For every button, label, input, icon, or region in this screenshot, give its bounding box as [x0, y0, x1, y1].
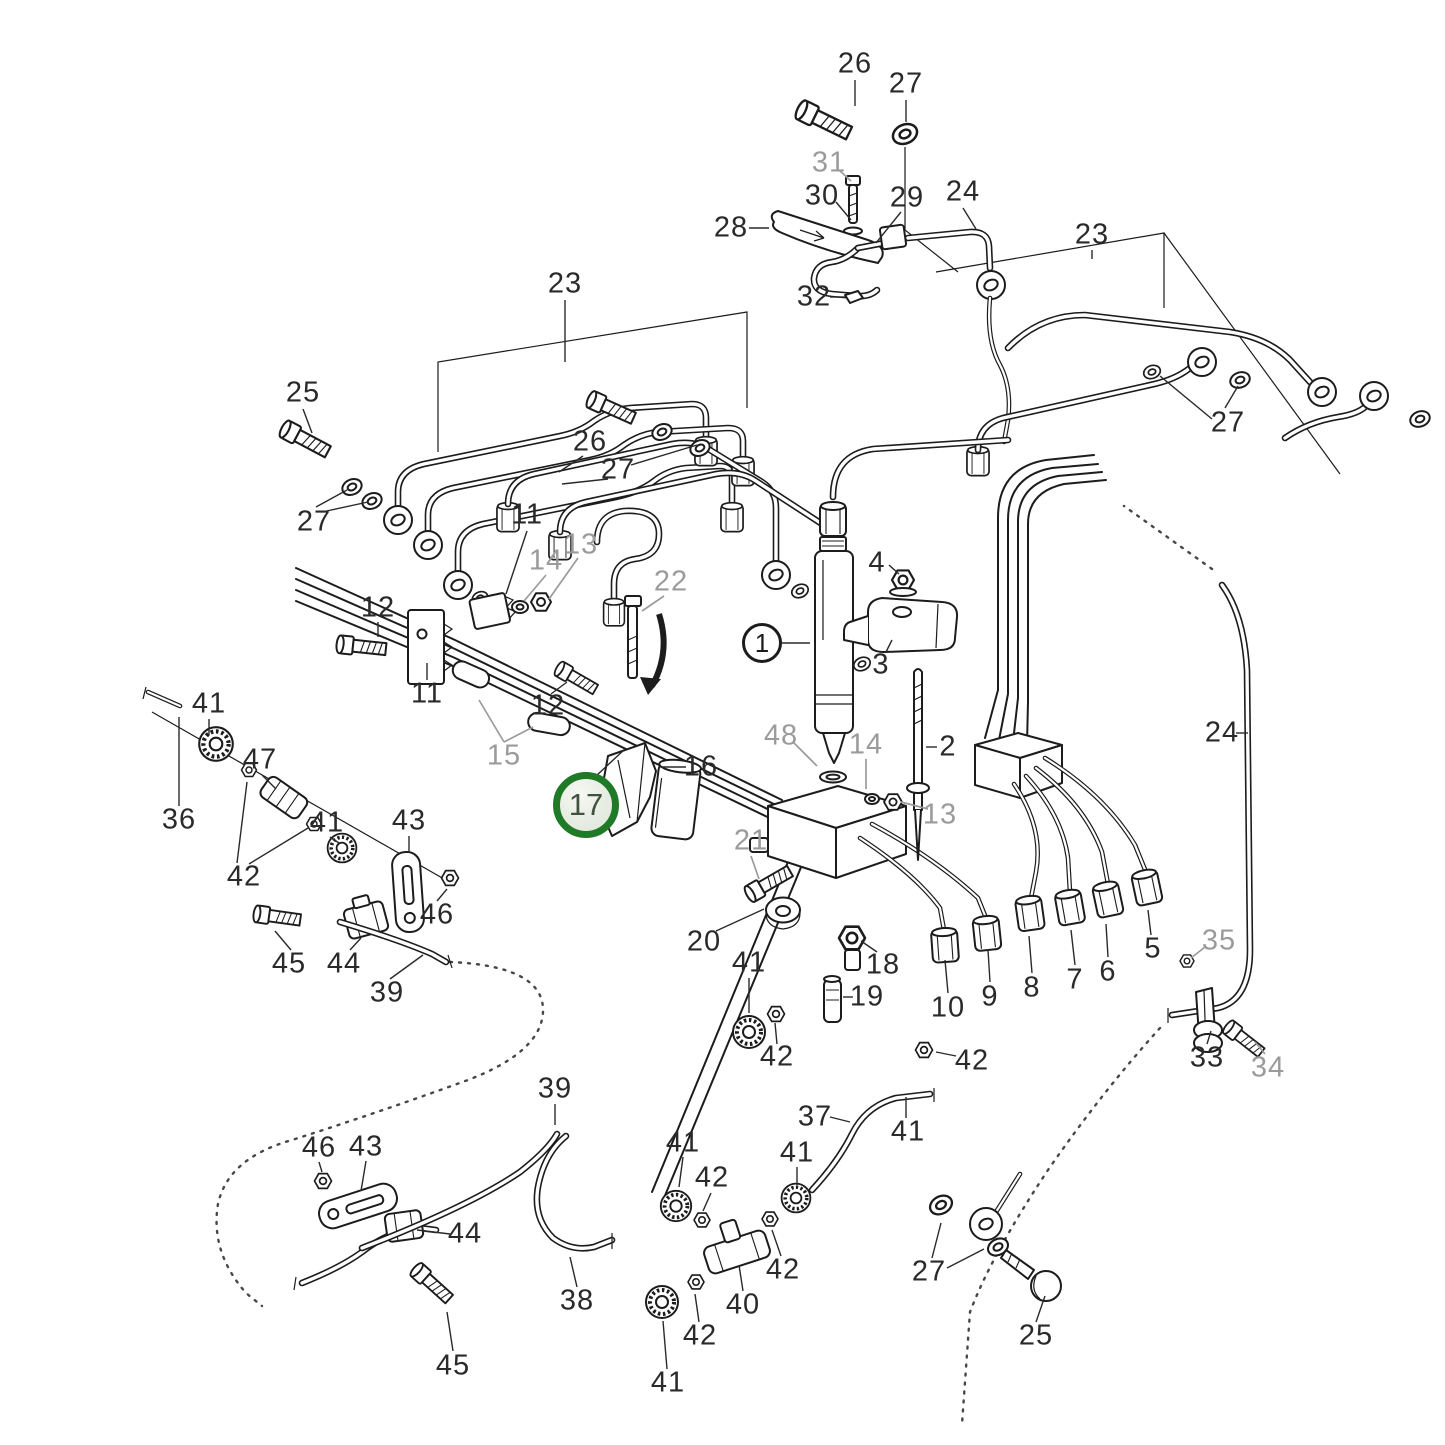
callout-27-72: 27 — [911, 1255, 947, 1288]
leader-lines — [178, 80, 1248, 1370]
callout-41-71: 41 — [650, 1366, 686, 1399]
callout-46-58: 46 — [301, 1131, 337, 1164]
callout-14-26: 14 — [848, 728, 884, 761]
callout-13-27: 13 — [922, 798, 958, 831]
pump-blocks — [749, 732, 1063, 879]
left-pipe-group — [276, 400, 755, 608]
callout-23-9: 23 — [547, 267, 583, 300]
callout-14-16: 14 — [528, 544, 564, 577]
callout-30-3: 30 — [804, 179, 840, 212]
callout-29-4: 29 — [889, 181, 925, 214]
dotted-hose-routing — [215, 504, 1214, 1426]
callout-41-67: 41 — [779, 1136, 815, 1169]
pump-side-parts — [731, 862, 934, 1059]
callout-41-43: 41 — [731, 946, 767, 979]
bottom-middle-assembly — [644, 1088, 935, 1320]
callout-21-41: 21 — [733, 824, 769, 857]
callout-10-47: 10 — [930, 991, 966, 1024]
callout-48-28: 48 — [763, 719, 799, 752]
callout-8-49: 8 — [1023, 971, 1041, 1004]
highlighted-part-number: 17 — [568, 787, 604, 822]
bottom-right-banjo — [925, 1171, 1062, 1302]
return-hose-and-clamp — [1167, 581, 1268, 1060]
left-fitting-chain — [142, 686, 460, 969]
callout-41-31: 41 — [191, 687, 227, 720]
highlighted-part-badge[interactable]: 17 — [553, 772, 619, 838]
callout-23-8: 23 — [1074, 218, 1110, 251]
callout-9-48: 9 — [981, 980, 999, 1013]
callout-41-64: 41 — [890, 1115, 926, 1148]
callout-44-39: 44 — [326, 947, 362, 980]
callout-34-56: 34 — [1250, 1051, 1286, 1084]
callout-43-36: 43 — [391, 804, 427, 837]
callout-27-11: 27 — [296, 505, 332, 538]
callout-26-0: 26 — [837, 47, 873, 80]
callout-24-30: 24 — [1204, 716, 1240, 749]
callout-11-15: 11 — [510, 498, 544, 531]
callout-42-34: 42 — [226, 860, 262, 893]
top-assembly — [770, 97, 1006, 304]
callout-37-63: 37 — [797, 1100, 833, 1133]
callout-45-38: 45 — [271, 947, 307, 980]
callout-38-62: 38 — [559, 1284, 595, 1317]
callout-44-60: 44 — [447, 1217, 483, 1250]
callout-11-20: 11 — [410, 677, 444, 710]
callout-25-73: 25 — [1018, 1319, 1054, 1352]
callout-26-12: 26 — [572, 425, 608, 458]
callout-27-14: 27 — [1210, 406, 1246, 439]
callout-32-7: 32 — [796, 280, 832, 313]
callout-41-65: 41 — [665, 1126, 701, 1159]
callout-42-66: 42 — [694, 1161, 730, 1194]
callout-3-24: 3 — [872, 648, 890, 681]
callout-46-37: 46 — [419, 898, 455, 931]
bottom-left-assembly — [293, 1130, 616, 1307]
callout-25-10: 25 — [285, 376, 321, 409]
callout-7-50: 7 — [1066, 963, 1084, 996]
muted-leader-lines — [478, 170, 1266, 1055]
delivery-pipes — [857, 755, 1165, 964]
center-pipe-and-mounts — [334, 507, 667, 737]
callout-45-61: 45 — [435, 1349, 471, 1382]
callout-22-18: 22 — [653, 565, 689, 598]
callout-4-23: 4 — [868, 546, 886, 579]
callout-2-25: 2 — [939, 730, 957, 763]
right-pipe-group — [966, 295, 1433, 477]
reference-part-badge: 1 — [742, 623, 782, 663]
callout-6-51: 6 — [1099, 955, 1117, 988]
reference-part-number: 1 — [754, 627, 770, 658]
callout-31-2: 31 — [811, 146, 847, 179]
callout-15-22: 15 — [486, 739, 522, 772]
callout-33-55: 33 — [1189, 1041, 1225, 1074]
callout-42-68: 42 — [765, 1253, 801, 1286]
callout-27-13: 27 — [600, 453, 636, 486]
injector-assembly — [814, 436, 1012, 861]
callout-5-52: 5 — [1144, 932, 1162, 965]
callout-39-57: 39 — [537, 1072, 573, 1105]
callout-18-44: 18 — [865, 948, 901, 981]
callout-47-32: 47 — [242, 743, 278, 776]
callout-35-54: 35 — [1201, 924, 1237, 957]
callout-19-45: 19 — [849, 980, 885, 1013]
callout-27-1: 27 — [888, 67, 924, 100]
callout-43-59: 43 — [348, 1130, 384, 1163]
callout-42-53: 42 — [954, 1044, 990, 1077]
callout-41-35: 41 — [309, 806, 345, 839]
callout-12-19: 12 — [360, 591, 396, 624]
callout-36-33: 36 — [161, 803, 197, 836]
callout-16-29: 16 — [683, 750, 719, 783]
callout-12-21: 12 — [530, 689, 566, 722]
callout-39-40: 39 — [369, 976, 405, 1009]
callout-42-70: 42 — [682, 1319, 718, 1352]
callout-20-42: 20 — [686, 925, 722, 958]
callout-13-17: 13 — [563, 528, 599, 561]
callout-40-69: 40 — [725, 1288, 761, 1321]
callout-42-46: 42 — [759, 1040, 795, 1073]
callout-24-5: 24 — [945, 175, 981, 208]
callout-28-6: 28 — [713, 211, 749, 244]
